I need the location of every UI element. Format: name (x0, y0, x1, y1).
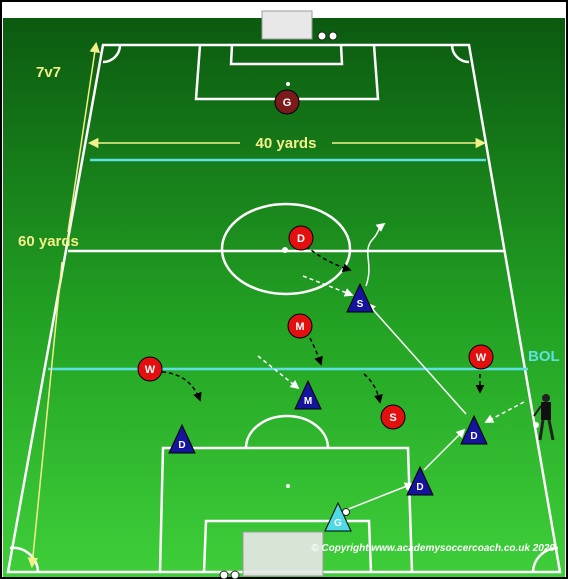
svg-text:D: D (297, 233, 305, 245)
svg-text:D: D (178, 440, 185, 451)
svg-text:D: D (470, 431, 477, 442)
svg-text:W: W (145, 364, 156, 376)
format-label: 7v7 (36, 64, 61, 81)
red-winger-left: W (138, 357, 162, 381)
svg-text:G: G (283, 97, 292, 109)
svg-text:M: M (295, 321, 304, 333)
svg-text:W: W (476, 352, 487, 364)
svg-text:S: S (389, 412, 396, 424)
red-winger-right: W (469, 345, 493, 369)
svg-text:S: S (357, 299, 364, 310)
svg-text:D: D (416, 482, 423, 493)
copyright-text: © Copyright www.academysoccercoach.co.uk… (311, 543, 555, 554)
ball-icon (343, 509, 350, 516)
width-label: 40 yards (256, 135, 317, 152)
svg-text:G: G (334, 518, 342, 529)
red-keeper: G (275, 90, 299, 114)
bottom-goal (243, 532, 323, 576)
red-midfielder: M (288, 314, 312, 338)
top-goal (262, 11, 312, 39)
red-defender: D (289, 226, 313, 250)
bol-label: BOL (528, 348, 560, 365)
length-label: 60 yards (18, 233, 79, 250)
red-striker: S (381, 405, 405, 429)
svg-text:M: M (304, 396, 312, 407)
